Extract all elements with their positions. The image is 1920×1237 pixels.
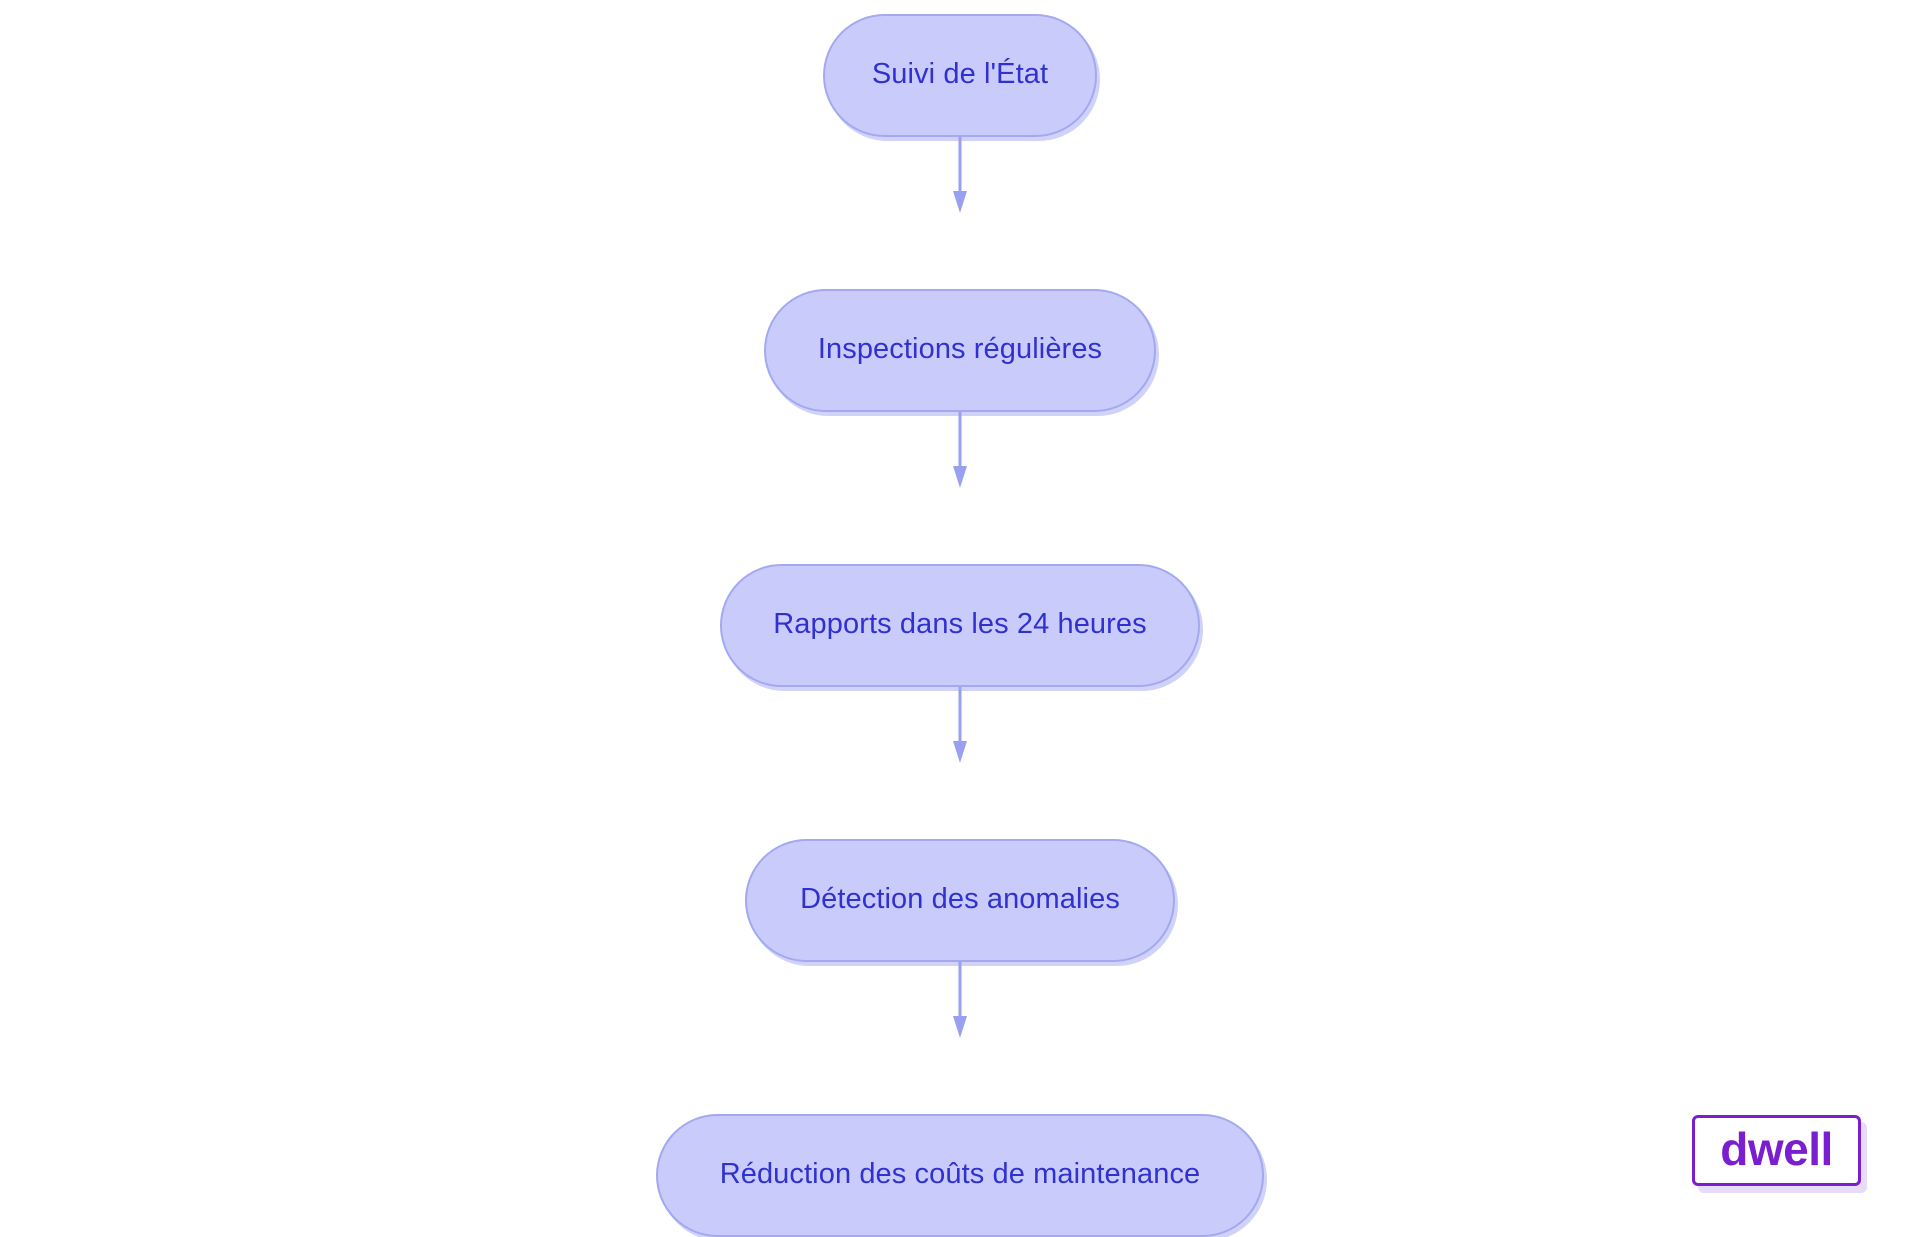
logo-badge: dwell xyxy=(1692,1115,1861,1186)
logo-text: dwell xyxy=(1720,1122,1833,1175)
flow-arrow-n3-n4 xyxy=(953,687,967,763)
flow-arrow-n4-n5 xyxy=(953,962,967,1038)
dwell-logo[interactable]: dwell xyxy=(1692,1115,1867,1193)
flow-node-inspections-regulieres[interactable]: Inspections régulières xyxy=(764,289,1156,412)
flow-node-reduction-des-couts[interactable]: Réduction des coûts de maintenance xyxy=(656,1114,1264,1237)
flow-node-label: Inspections régulières xyxy=(817,333,1103,365)
flow-node-label: Rapports dans les 24 heures xyxy=(773,608,1147,640)
flow-node-label: Suivi de l'État xyxy=(871,58,1049,90)
flow-arrow-n1-n2 xyxy=(953,137,967,213)
flow-node-label: Réduction des coûts de maintenance xyxy=(719,1158,1201,1190)
flow-node-rapports-24-heures[interactable]: Rapports dans les 24 heures xyxy=(720,564,1200,687)
flow-node-suivi-de-letat[interactable]: Suivi de l'État xyxy=(823,14,1097,137)
flow-arrow-n2-n3 xyxy=(953,412,967,488)
flow-node-detection-des-anomalies[interactable]: Détection des anomalies xyxy=(745,839,1175,962)
flow-node-label: Détection des anomalies xyxy=(800,883,1120,915)
